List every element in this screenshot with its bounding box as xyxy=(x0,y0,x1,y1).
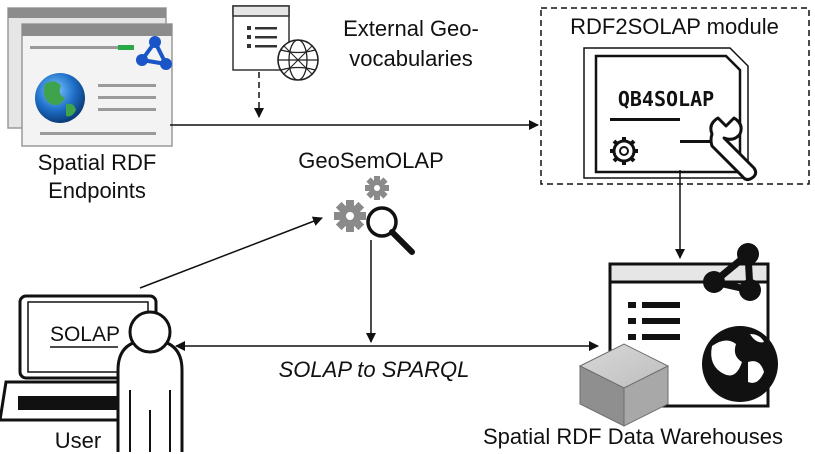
user-label: User xyxy=(54,428,102,453)
user-to-geosemolap-arrow xyxy=(139,216,323,289)
gears-magnifier-icon xyxy=(334,176,415,255)
rdf-graph-icon xyxy=(136,36,172,70)
warehouses-label: Spatial RDF Data Warehouses xyxy=(483,424,783,449)
globe-icon xyxy=(702,326,778,402)
rdf-graph-icon xyxy=(703,243,761,301)
wireframe-globe-icon xyxy=(277,39,319,81)
solap-screen-label: SOLAP xyxy=(49,323,121,346)
rdf-endpoint-window-icon xyxy=(7,7,173,147)
globe-icon xyxy=(35,73,85,123)
geosemolap-label: GeoSemOLAP xyxy=(298,148,444,173)
qb4solap-label: QB4SOLAP xyxy=(617,87,715,111)
wrench-icon xyxy=(709,116,758,182)
gear-icon xyxy=(610,137,638,165)
cube-icon xyxy=(578,343,670,427)
user-icon xyxy=(116,310,184,452)
module-box xyxy=(540,7,810,185)
geovocab-label-line1: External Geo- xyxy=(343,16,479,41)
module-title: RDF2SOLAP module xyxy=(570,14,779,39)
geovocab-label-line2: vocabularies xyxy=(349,46,473,71)
endpoints-label-line2: Endpoints xyxy=(48,178,146,203)
solap-to-sparql-label: SOLAP to SPARQL xyxy=(278,357,470,382)
endpoints-label-line1: Spatial RDF xyxy=(37,150,157,175)
